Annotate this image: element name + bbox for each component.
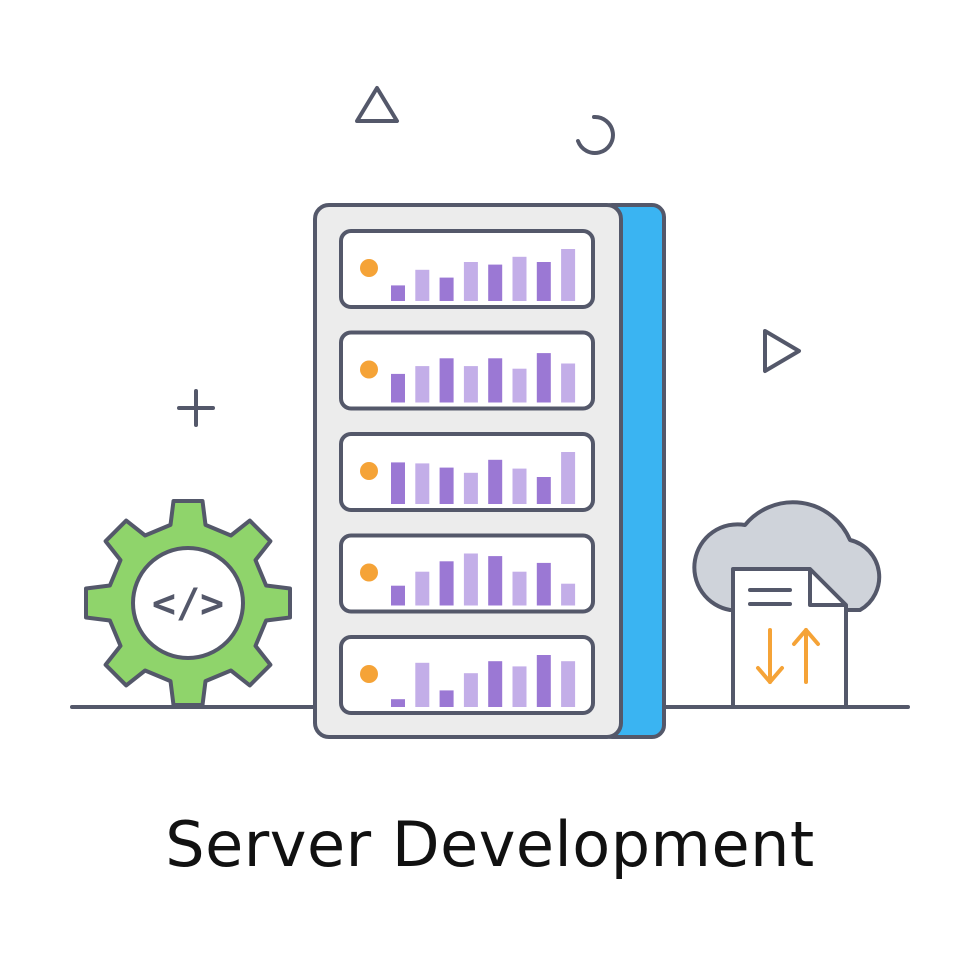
- activity-bar: [561, 363, 576, 403]
- activity-bar: [488, 661, 503, 707]
- activity-bar: [488, 264, 503, 301]
- activity-bar: [488, 556, 503, 606]
- activity-bar: [512, 468, 527, 504]
- server-unit: [339, 432, 595, 512]
- activity-bar: [536, 655, 551, 707]
- activity-bar: [439, 561, 454, 606]
- activity-bar: [415, 269, 430, 301]
- activity-bar: [463, 472, 478, 504]
- ring-icon: [576, 114, 615, 155]
- status-led: [360, 360, 378, 379]
- server-unit: [339, 635, 595, 715]
- activity-bar: [488, 459, 503, 504]
- activity-bar: [439, 277, 454, 301]
- activity-bar: [536, 562, 551, 606]
- activity-bar: [512, 368, 527, 403]
- activity-bar: [439, 358, 454, 403]
- page-title: Server Development: [165, 808, 815, 881]
- activity-bar: [391, 462, 405, 504]
- server-rack-icon: [313, 203, 666, 739]
- activity-bar: [439, 690, 454, 707]
- status-led: [360, 665, 378, 683]
- document-icon: [731, 567, 848, 709]
- gear-center: [131, 546, 245, 660]
- activity-bar: [536, 353, 551, 403]
- activity-bar: [463, 673, 478, 707]
- triangle-icon: [355, 86, 399, 123]
- activity-bar: [536, 477, 551, 504]
- activity-bar: [391, 699, 405, 707]
- activity-bar: [561, 249, 576, 301]
- activity-bar: [415, 366, 430, 403]
- server-unit: [339, 533, 595, 614]
- activity-bar: [512, 571, 527, 606]
- activity-bar: [415, 463, 430, 504]
- activity-bar: [536, 262, 551, 301]
- activity-bar: [561, 583, 576, 606]
- activity-bar: [512, 256, 527, 301]
- plus-icon: [177, 389, 215, 427]
- activity-bar: [512, 666, 527, 707]
- activity-bar: [415, 571, 430, 606]
- status-led: [360, 259, 378, 277]
- server-units: [339, 229, 595, 715]
- activity-bar: [463, 366, 478, 403]
- activity-bar: [463, 262, 478, 301]
- play-triangle-icon: [763, 329, 801, 373]
- status-led: [360, 462, 378, 480]
- activity-bar: [561, 452, 576, 504]
- activity-bar: [561, 661, 576, 707]
- server-unit: [339, 330, 595, 411]
- code-symbol: </>: [152, 581, 224, 627]
- activity-bar: [391, 373, 405, 403]
- activity-bar: [463, 553, 478, 606]
- activity-bar: [391, 585, 405, 606]
- status-led: [360, 563, 378, 582]
- server-unit: [339, 229, 595, 309]
- gear-icon: </>: [84, 499, 292, 707]
- activity-bar: [488, 358, 503, 403]
- activity-bar: [439, 467, 454, 504]
- up-down-arrows-icon: [756, 628, 820, 684]
- activity-bar: [415, 662, 430, 707]
- activity-bar: [391, 285, 405, 301]
